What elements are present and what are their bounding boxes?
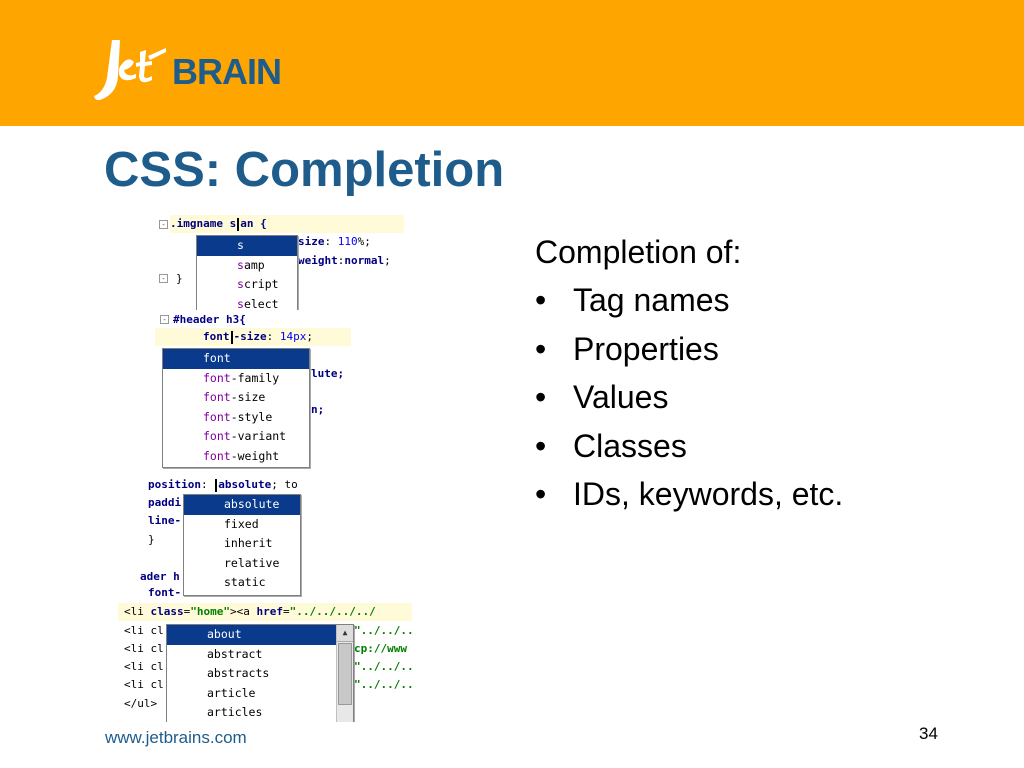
code-line: } [148, 533, 155, 546]
code-line: <li cl [124, 642, 164, 655]
completion-item[interactable]: script [237, 277, 279, 291]
completion-popup[interactable]: absolute fixed inherit relative static [183, 494, 301, 596]
completion-popup[interactable]: font font-family font-size font-style fo… [162, 348, 310, 468]
completion-item[interactable]: font [163, 349, 309, 369]
completion-item[interactable]: about [167, 625, 336, 645]
bullet-item: •Values [535, 373, 843, 422]
code-line: <li cl [124, 660, 164, 673]
svg-text:BRAINS: BRAINS [172, 51, 282, 92]
bullet-list: •Tag names •Properties •Values •Classes … [535, 276, 843, 519]
scroll-up-icon[interactable]: ▲ [337, 625, 353, 642]
code-line: line- [148, 514, 182, 527]
bullet-item: •IDs, keywords, etc. [535, 470, 843, 519]
code-line: size: 110%; [298, 235, 371, 248]
fold-icon[interactable]: - [159, 220, 168, 229]
bullet-lead: Completion of: [535, 234, 742, 270]
code-line: <li cl [124, 624, 164, 637]
page-number: 34 [919, 724, 938, 743]
slide-title: CSS: Completion [104, 143, 505, 197]
fold-icon[interactable]: - [160, 315, 169, 324]
code-line: "../../../ [354, 624, 412, 637]
code-line: font-size: 14px; [155, 328, 351, 346]
code-line: <li cl [124, 678, 164, 691]
code-screenshot-property: - #header h3{ font-size: 14px; lute; n; … [155, 311, 351, 469]
jetbrains-logo: BRAINS [92, 34, 282, 106]
completion-item[interactable]: font-family [203, 370, 280, 385]
footer-link[interactable]: www.jetbrains.com [105, 728, 247, 747]
completion-item[interactable]: abstract [207, 646, 263, 661]
completion-item[interactable]: inherit [224, 536, 273, 550]
code-line: position: absolute; to [148, 478, 298, 492]
code-line: </ul> [124, 697, 158, 710]
bullet-icon: • [535, 282, 547, 318]
completion-item[interactable]: font-style [203, 409, 273, 424]
code-line: lute; [311, 367, 345, 380]
completion-item[interactable]: font-variant [203, 429, 287, 443]
completion-popup[interactable]: s samp script select [196, 235, 298, 310]
completion-popup[interactable]: ▲ about abstract abstracts article artic… [166, 624, 354, 722]
bullet-item: •Properties [535, 325, 843, 374]
code-screenshot-value: position: absolute; to paddi line- } ade… [140, 474, 320, 600]
code-line: weight:normal; [298, 254, 391, 267]
completion-item[interactable]: absolute [184, 495, 300, 515]
fold-icon[interactable]: - [159, 274, 168, 283]
code-screenshot-class: <li class="home"><a href="../../../../ <… [118, 602, 412, 722]
code-line: "../../../ [354, 660, 412, 673]
completion-item[interactable]: fixed [224, 516, 259, 531]
completion-item[interactable]: static [224, 575, 266, 589]
header-band [0, 0, 1024, 126]
bullet-item: •Classes [535, 422, 843, 471]
bullet-item: •Tag names [535, 276, 843, 325]
completion-item[interactable]: samp [237, 257, 265, 272]
code-line: cp://www [354, 642, 407, 655]
completion-item[interactable]: select [237, 296, 279, 311]
scrollbar[interactable]: ▲ [336, 625, 353, 722]
code-line: paddi [148, 496, 182, 509]
bullet-icon: • [535, 476, 547, 512]
code-line: "../../../.. [354, 678, 412, 691]
completion-item[interactable]: s [197, 236, 297, 256]
completion-item[interactable]: articles [207, 705, 263, 719]
completion-item[interactable]: article [207, 685, 256, 700]
completion-item[interactable]: font-size [203, 390, 266, 404]
completion-item[interactable]: abstracts [207, 666, 270, 680]
bullet-content: Completion of: •Tag names •Properties •V… [535, 228, 843, 519]
completion-item[interactable]: font-weight [203, 448, 280, 463]
code-line: font- [148, 586, 182, 599]
code-line: ader h [140, 570, 180, 583]
bullet-icon: • [535, 330, 547, 367]
code-line: } [176, 272, 183, 285]
code-line: #header h3{ [173, 313, 246, 326]
bullet-icon: • [535, 379, 547, 415]
completion-item[interactable]: relative [224, 555, 280, 570]
bullet-icon: • [535, 427, 547, 464]
scrollbar-thumb[interactable] [338, 643, 352, 705]
code-line: n; [311, 403, 325, 416]
code-line: <li class="home"><a href="../../../../ [118, 603, 412, 621]
